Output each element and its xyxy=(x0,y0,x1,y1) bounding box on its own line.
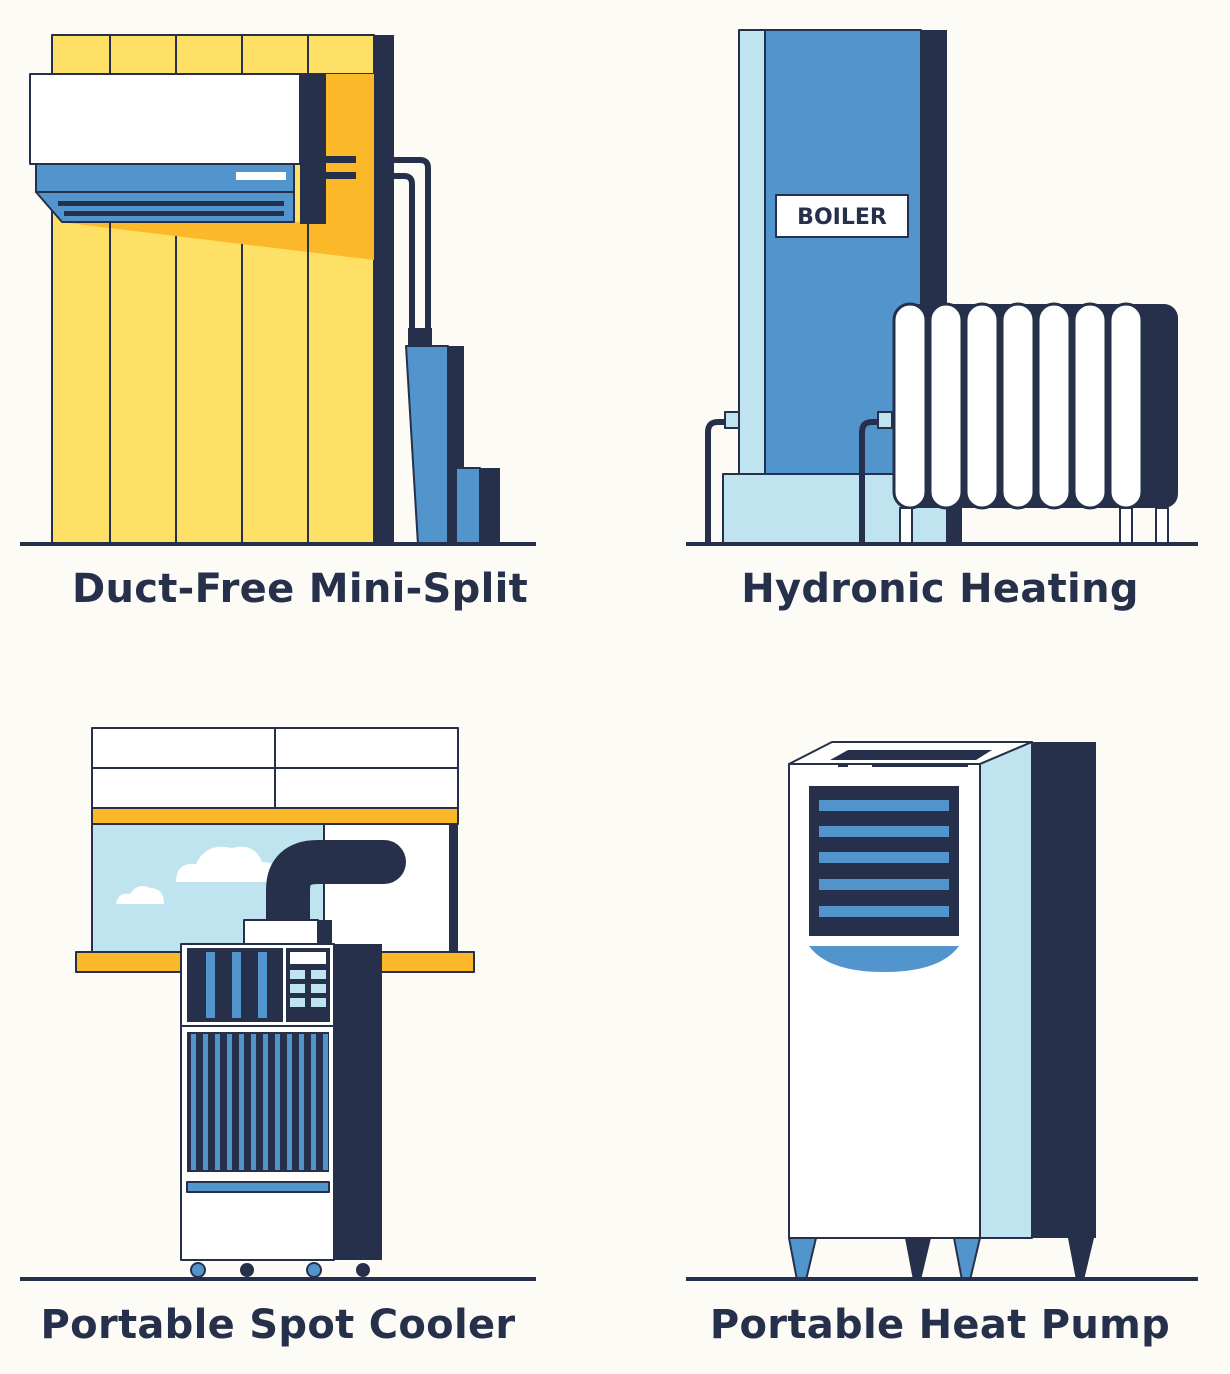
spot-cooler-illustration xyxy=(20,727,536,1281)
caption-heat-pump: Portable Heat Pump xyxy=(709,1302,1171,1348)
caption-hydronic-heating: Hydronic Heating xyxy=(741,566,1139,612)
hydronic-heating-illustration xyxy=(686,29,1198,546)
caption-mini-split: Duct-Free Mini-Split xyxy=(71,566,529,612)
boiler-label: BOILER xyxy=(797,205,887,230)
caption-spot-cooler: Portable Spot Cooler xyxy=(40,1302,516,1348)
heat-pump-illustration xyxy=(686,741,1198,1281)
boiler-label-plate xyxy=(775,194,909,238)
mini-split-illustration xyxy=(20,34,536,546)
